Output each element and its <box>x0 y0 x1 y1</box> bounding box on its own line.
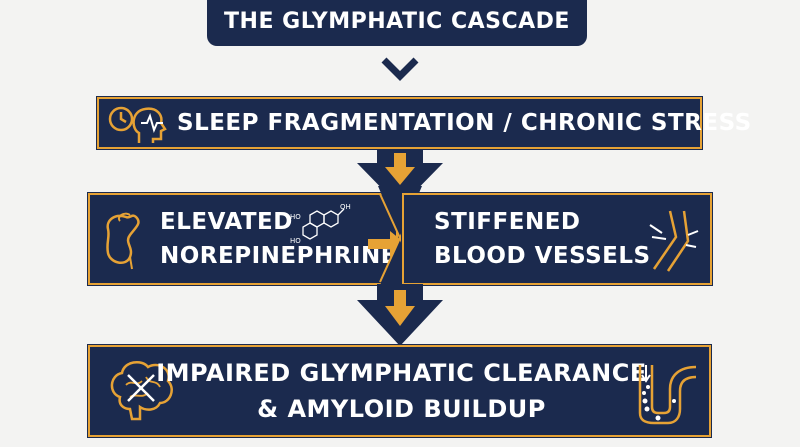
vessels-line1: STIFFENED <box>434 209 581 235</box>
step-sleep-stress: SLEEP FRAGMENTATION / CHRONIC STRESS <box>97 97 751 149</box>
molecule-ho-bottom: HO <box>290 237 301 245</box>
flow-arrow-down <box>357 284 443 346</box>
diagram-title: THE GLYMPHATIC CASCADE <box>224 9 570 34</box>
step-norepinephrine: ELEVATED NOREPINEPHRINE HO OH HO <box>88 193 406 285</box>
step-stiffened-vessels: STIFFENED BLOOD VESSELS <box>402 193 712 285</box>
flow-arrow-down <box>357 149 443 207</box>
step-sleep-label: SLEEP FRAGMENTATION / CHRONIC STRESS <box>177 110 752 136</box>
chevron-down-icon <box>381 57 419 81</box>
clearance-line1: IMPAIRED GLYMPHATIC CLEARANCE <box>156 359 647 387</box>
norepinephrine-line1: ELEVATED <box>160 209 293 235</box>
step-glymphatic-clearance: IMPAIRED GLYMPHATIC CLEARANCE & AMYLOID … <box>88 345 711 437</box>
stiff-vessel-icon <box>649 210 699 272</box>
adrenal-gland-icon <box>106 212 140 270</box>
clearance-line2: & AMYLOID BUILDUP <box>257 395 546 423</box>
head-pulse-icon <box>132 107 167 143</box>
molecule-ho-top: HO <box>290 213 301 221</box>
clock-icon <box>108 106 134 132</box>
molecule-oh: OH <box>340 203 351 211</box>
vessels-line2: BLOOD VESSELS <box>434 243 651 269</box>
clogged-pipe-icon <box>638 365 697 425</box>
norepinephrine-line2: NOREPINEPHRINE <box>160 243 397 269</box>
title-banner: THE GLYMPHATIC CASCADE <box>207 0 587 46</box>
molecule-icon: HO OH HO <box>290 203 351 245</box>
brain-icon <box>110 360 173 421</box>
